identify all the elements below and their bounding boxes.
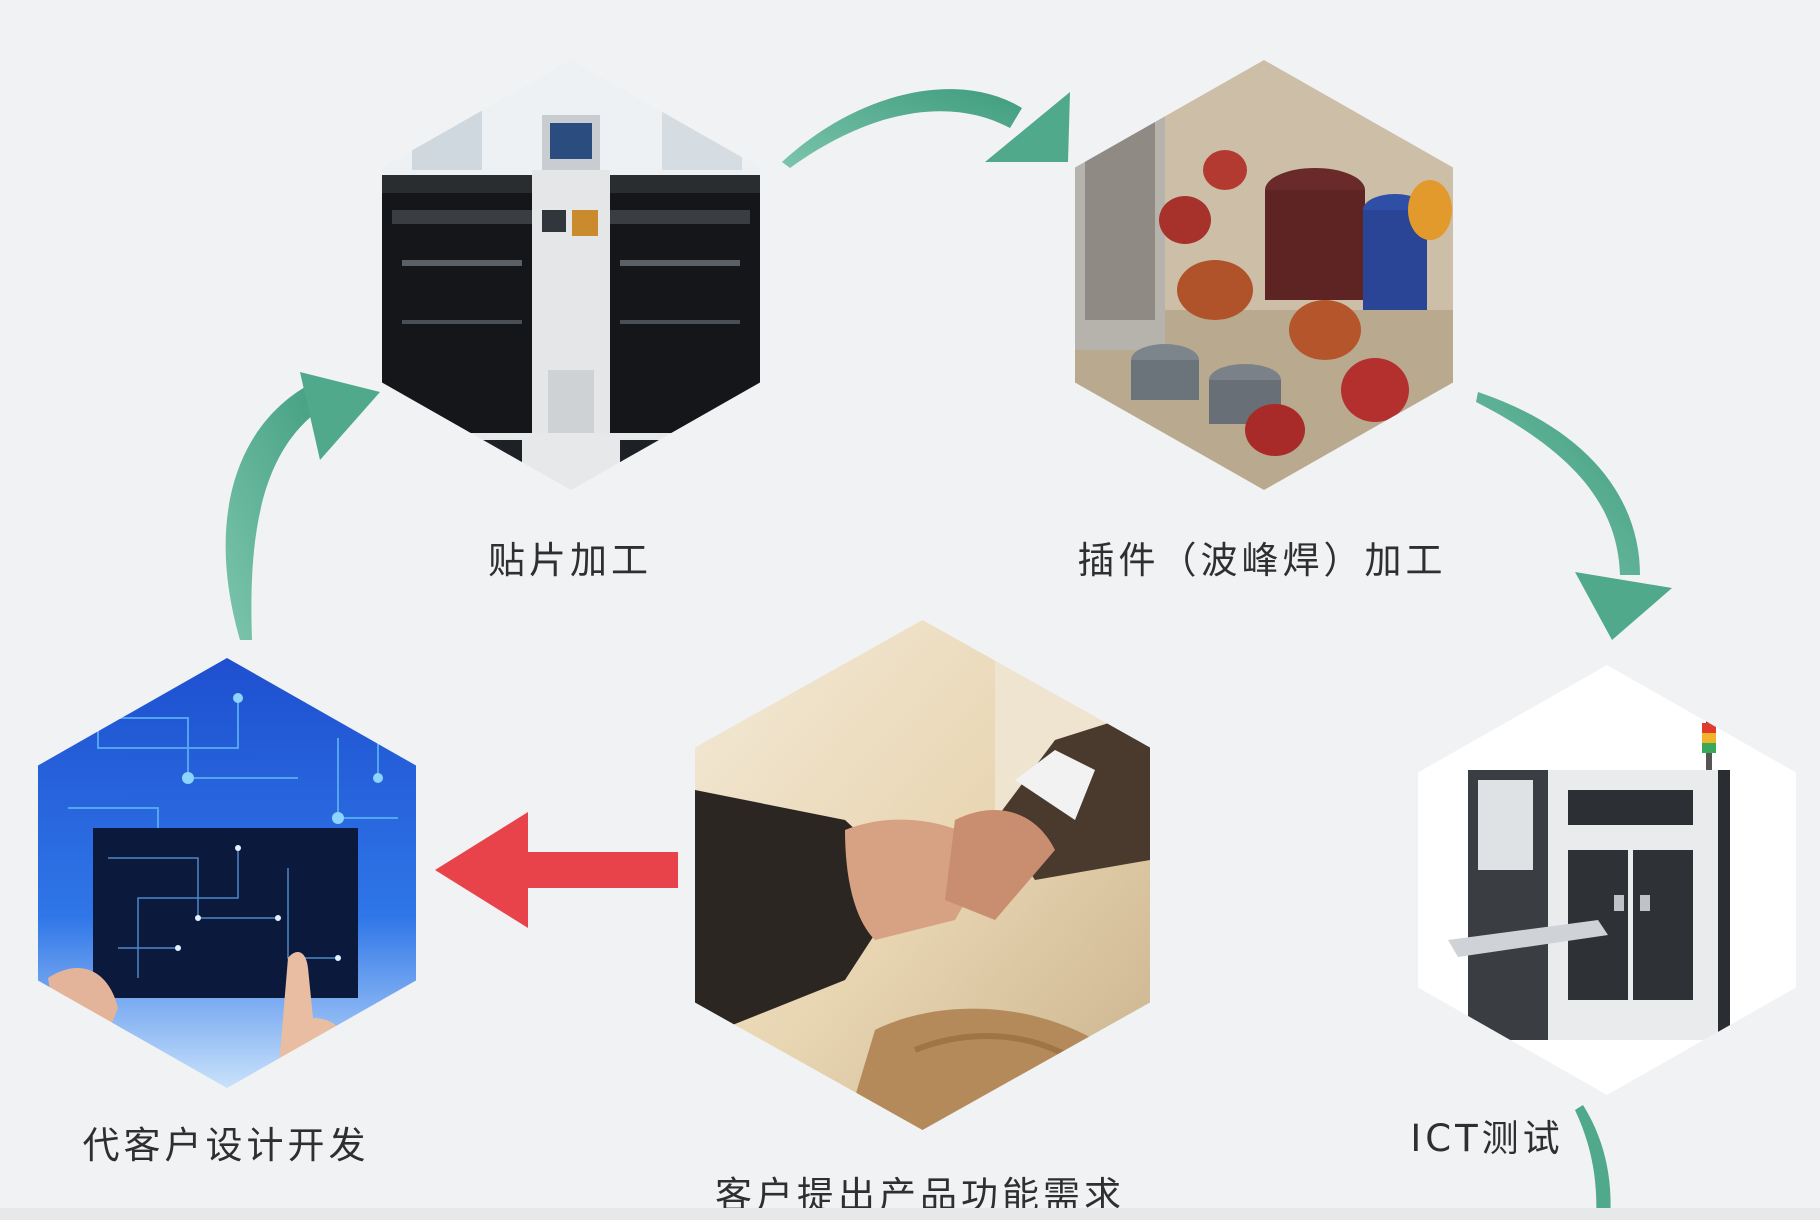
label-through-hole: 插件（波峰焊）加工: [1077, 539, 1447, 582]
pick-and-place-machine-icon: [382, 60, 760, 490]
arrow-design-to-smt: [225, 372, 380, 640]
ict-test-machine-icon: [1418, 665, 1796, 1095]
label-smt: 贴片加工: [488, 539, 652, 582]
arrow-customer-to-design: [435, 812, 678, 928]
arrow-ict-down: [1575, 1105, 1611, 1220]
circuit-tablet-icon: [38, 658, 416, 1088]
hex-customer-request: [695, 620, 1150, 1130]
handshake-icon: [695, 620, 1150, 1130]
label-ict: ICT测试: [1410, 1117, 1564, 1160]
arrow-through-hole-to-ict: [1476, 392, 1672, 640]
bottom-edge: [0, 1208, 1820, 1220]
hex-design: [38, 658, 416, 1088]
arrow-smt-to-through-hole: [782, 89, 1070, 168]
hex-smt: [382, 60, 760, 490]
capacitors-pcb-icon: [1075, 60, 1453, 490]
hex-through-hole: [1075, 60, 1453, 490]
hex-ict: [1418, 665, 1796, 1095]
label-design: 代客户设计开发: [82, 1124, 370, 1167]
